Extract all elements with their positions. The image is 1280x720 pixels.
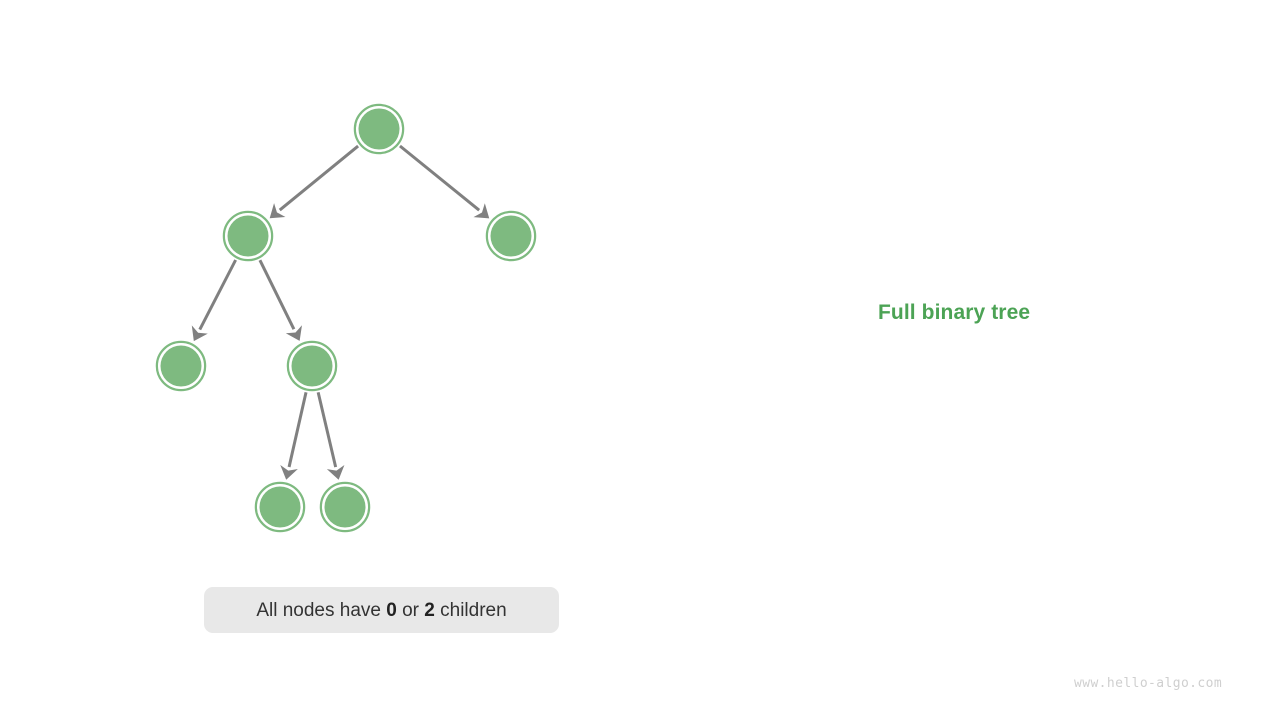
arrowhead-icon bbox=[280, 465, 298, 480]
node-ring bbox=[286, 340, 338, 392]
tree-edge bbox=[258, 259, 302, 341]
node-ring bbox=[353, 103, 405, 155]
node-fill bbox=[227, 215, 269, 257]
tree-edge bbox=[280, 391, 308, 480]
arrowhead-icon bbox=[269, 203, 286, 219]
diagram-title: Full binary tree bbox=[878, 301, 1031, 324]
caption-bold-two: 2 bbox=[424, 599, 435, 621]
caption-box: All nodes have 0 or 2 children bbox=[204, 587, 559, 633]
watermark: www.hello-algo.com bbox=[1074, 676, 1223, 691]
tree-edge bbox=[399, 144, 490, 219]
arrowhead-icon bbox=[473, 203, 490, 219]
arrowhead-icon bbox=[191, 325, 208, 342]
node-gap-ring bbox=[322, 484, 368, 530]
node-ring bbox=[155, 340, 207, 392]
caption-bold-zero: 0 bbox=[386, 599, 397, 621]
node-gap-ring bbox=[257, 484, 303, 530]
tree-node[interactable] bbox=[319, 481, 371, 533]
node-fill bbox=[358, 108, 400, 150]
caption-middle: or bbox=[396, 599, 425, 621]
tree-node[interactable] bbox=[254, 481, 306, 533]
edge-layer bbox=[191, 144, 490, 480]
caption-prefix: All nodes have bbox=[256, 599, 387, 621]
tree-edge bbox=[191, 259, 237, 342]
arrowhead-icon bbox=[285, 325, 302, 341]
node-layer bbox=[155, 103, 537, 533]
tree-edge bbox=[269, 144, 360, 219]
node-ring bbox=[254, 481, 306, 533]
caption-suffix: children bbox=[434, 599, 507, 621]
node-gap-ring bbox=[158, 343, 204, 389]
node-fill bbox=[291, 345, 333, 387]
tree-node[interactable] bbox=[485, 210, 537, 262]
node-ring bbox=[222, 210, 274, 262]
node-fill bbox=[259, 486, 301, 528]
tree-edge bbox=[316, 391, 345, 480]
node-fill bbox=[160, 345, 202, 387]
node-gap-ring bbox=[289, 343, 335, 389]
node-fill bbox=[324, 486, 366, 528]
node-gap-ring bbox=[488, 213, 534, 259]
node-ring bbox=[319, 481, 371, 533]
tree-node[interactable] bbox=[286, 340, 338, 392]
arrowhead-icon bbox=[326, 465, 345, 480]
node-gap-ring bbox=[225, 213, 271, 259]
tree-node[interactable] bbox=[155, 340, 207, 392]
node-fill bbox=[490, 215, 532, 257]
tree-node[interactable] bbox=[353, 103, 405, 155]
tree-node[interactable] bbox=[222, 210, 274, 262]
node-ring bbox=[485, 210, 537, 262]
node-gap-ring bbox=[356, 106, 402, 152]
caption-text: All nodes have 0 or 2 children bbox=[256, 601, 506, 620]
